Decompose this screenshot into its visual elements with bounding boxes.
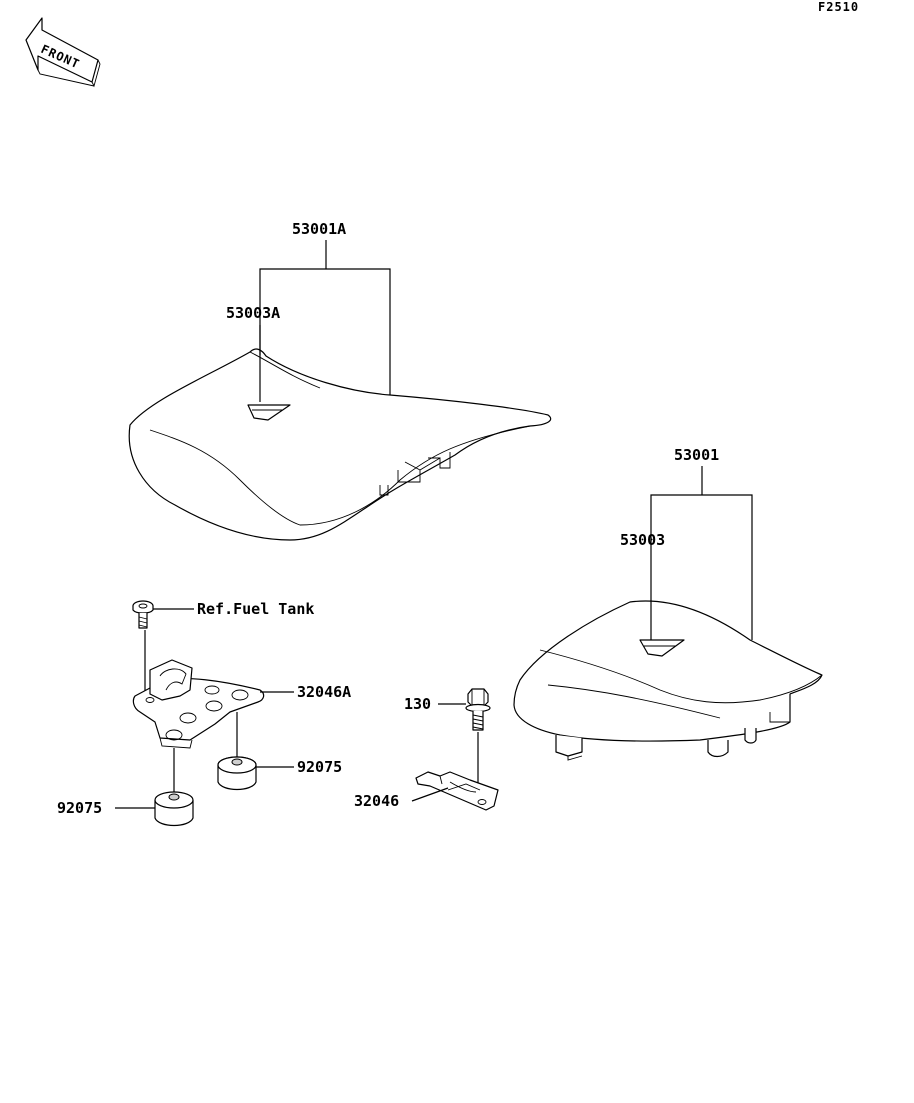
callout-front-seat-cover: 53003A — [226, 304, 280, 322]
callout-rear-seat-assy: 53001 — [674, 446, 719, 464]
screw-icon — [132, 600, 154, 629]
damper-right-icon — [217, 756, 257, 791]
callout-bolt: 130 — [404, 695, 431, 713]
callout-front-seat-assy: 53001A — [292, 220, 346, 238]
callout-front-bracket: 32046A — [297, 683, 351, 701]
damper-left-icon — [154, 791, 194, 827]
callout-damper-right: 92075 — [297, 758, 342, 776]
bolt-icon — [465, 688, 491, 731]
leader-rear-seat-bracket — [650, 494, 753, 640]
leader-front-seat-bracket — [259, 268, 391, 395]
callout-ref-fuel-tank: Ref.Fuel Tank — [197, 600, 314, 618]
callout-damper-left: 92075 — [57, 799, 102, 817]
front-seat-bracket — [132, 659, 265, 749]
callout-rear-bracket: 32046 — [354, 792, 399, 810]
rear-seat-bracket — [415, 771, 499, 811]
front-seat — [128, 348, 552, 541]
leader-rear-bracket — [411, 787, 449, 802]
callout-rear-seat-cover: 53003 — [620, 531, 665, 549]
figure-code: F2510 — [818, 0, 859, 14]
front-direction-arrow-icon: FRONT — [25, 17, 101, 88]
rear-seat — [513, 600, 823, 761]
